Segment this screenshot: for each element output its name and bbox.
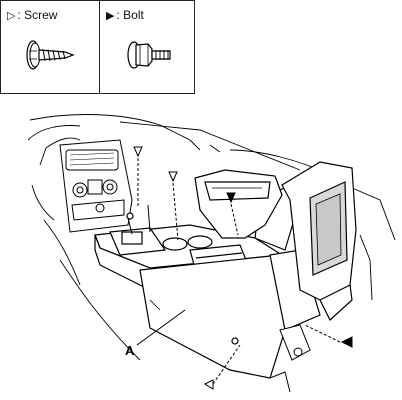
armrest-lid — [194, 169, 283, 239]
bolt-symbol-icon: ▶ — [106, 10, 115, 22]
center-stack — [59, 139, 133, 233]
bolt-marker-icon — [340, 336, 353, 348]
bolt-icon — [127, 41, 171, 69]
screw-marker-icon — [168, 171, 178, 183]
bolt-legend-label: ▶: Bolt — [106, 8, 144, 22]
screw-marker-icon — [133, 146, 143, 158]
part-a-callout: A — [125, 343, 135, 358]
floor-bracket — [269, 324, 311, 393]
console-removal-diagram — [27, 114, 396, 393]
screw-legend-label: ▷: Screw — [7, 8, 57, 22]
rear-display-unit — [281, 161, 357, 321]
bolt-marker-icon — [226, 192, 236, 204]
dashboard-outline — [27, 114, 396, 361]
screw-legend-box: ▷: Screw — [0, 0, 100, 94]
part-a-leader — [136, 309, 186, 346]
bolt-legend-text: : Bolt — [116, 8, 144, 22]
screw-marker-icon — [203, 379, 214, 390]
screw-symbol-icon: ▷ — [7, 10, 16, 22]
fastener-markers — [133, 146, 353, 390]
bolt-legend-box: ▶: Bolt — [99, 0, 195, 94]
screw-legend-text: : Screw — [17, 8, 58, 22]
screw-icon — [26, 40, 75, 70]
